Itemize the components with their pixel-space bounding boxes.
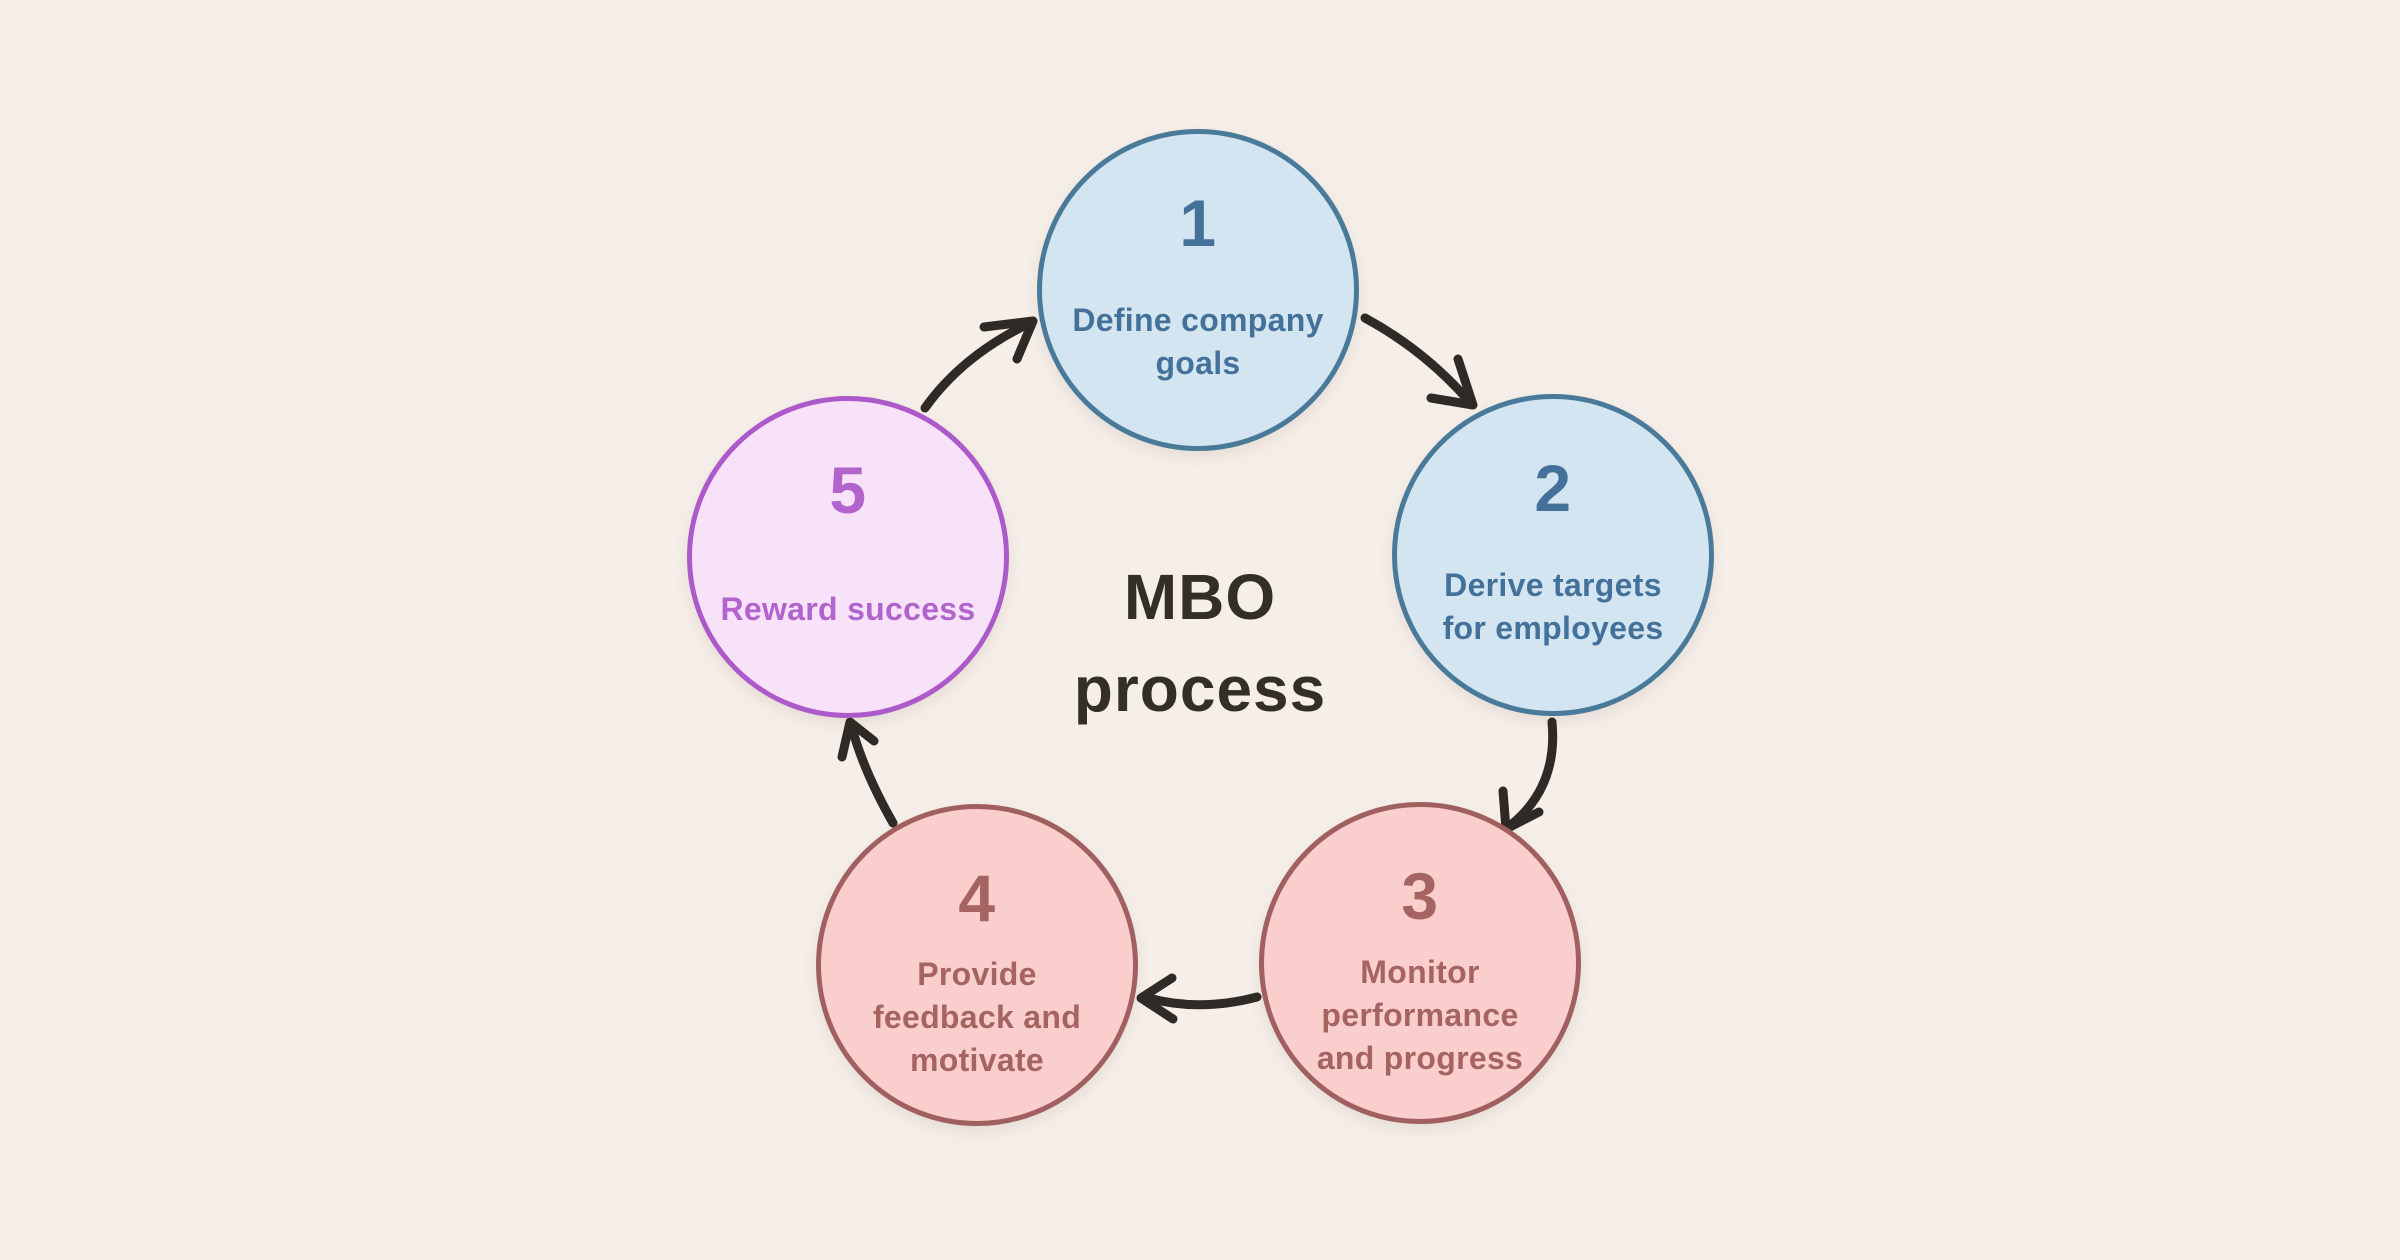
page-title: MBO process [950, 551, 1450, 735]
step-circle-3: 3 Monitor performance and progress [1259, 802, 1581, 1124]
step-number: 2 [1534, 451, 1572, 525]
arrow-1-to-2-icon [1360, 313, 1478, 410]
arrow-5-to-1-icon [920, 316, 1038, 413]
step-number: 3 [1401, 859, 1439, 933]
step-label: Provide feedback and motivate [872, 955, 1082, 1078]
step-label: Define company goals [1072, 302, 1324, 381]
step-number: 5 [829, 453, 867, 527]
arrow-3-to-4-icon [1136, 973, 1262, 1024]
page-title-line1: MBO [1123, 561, 1277, 633]
arrow-2-to-3-icon [1498, 717, 1558, 834]
step-circle-1: 1 Define company goals [1037, 129, 1359, 451]
step-label: Monitor performance and progress [1316, 953, 1524, 1076]
step-label: Derive targets for employees [1442, 567, 1664, 646]
step-number: 1 [1179, 186, 1217, 260]
step-circle-2: 2 Derive targets for employees [1392, 394, 1714, 716]
page-title-line2: process [1073, 653, 1327, 725]
step-label: Reward success [720, 590, 976, 627]
step-circle-4: 4 Provide feedback and motivate [816, 804, 1138, 1126]
step-circle-5: 5 Reward success [687, 396, 1009, 718]
step-number: 4 [958, 861, 996, 935]
arrow-4-to-5-icon [837, 717, 898, 828]
